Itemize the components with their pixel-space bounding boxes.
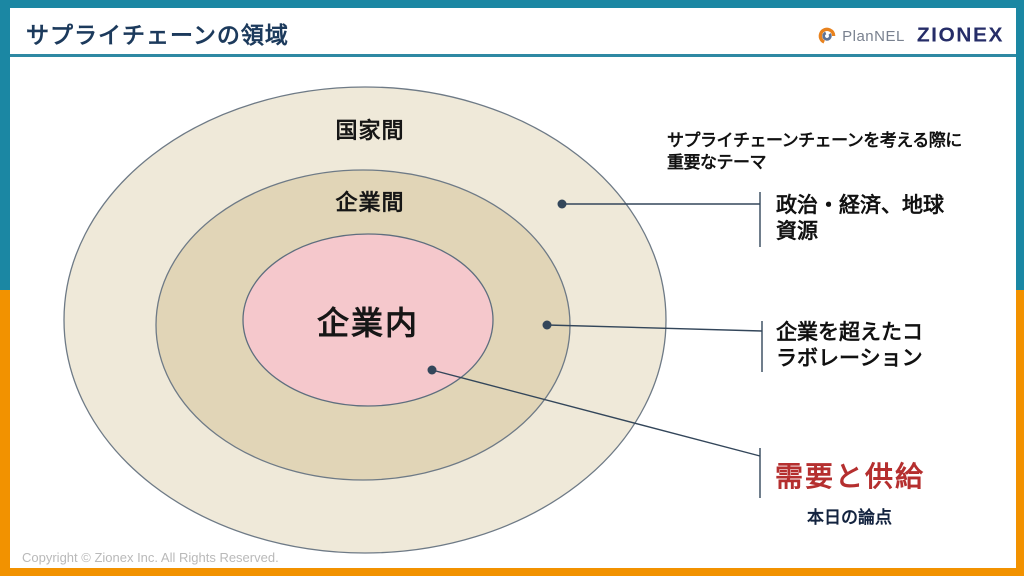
plannel-swirl-icon xyxy=(818,27,836,45)
callout-collaboration: 企業を超えたコ ラボレーション xyxy=(776,321,923,370)
plannel-logo: PlanNEL xyxy=(817,26,905,46)
logo-area: PlanNEL ZIONEX xyxy=(817,24,1004,48)
frame-left-edge-orange xyxy=(0,290,10,576)
frame-bottom-bar xyxy=(0,568,1024,576)
page-title: サプライチェーンの領域 xyxy=(26,22,289,48)
callout-dot-3 xyxy=(427,365,437,375)
plannel-wordmark: PlanNEL xyxy=(842,27,905,45)
callout-dot-2 xyxy=(542,320,552,330)
frame-left-edge-teal xyxy=(0,0,10,290)
connector-line-2 xyxy=(546,324,763,332)
frame-right-edge-teal xyxy=(1016,0,1024,290)
callout-dot-1 xyxy=(557,199,567,209)
connector-line-3 xyxy=(431,369,761,457)
callout-demand-supply: 需要と供給 xyxy=(775,461,926,492)
ring-label-companies: 企業間 xyxy=(335,190,405,215)
title-underline xyxy=(10,54,1016,57)
callout-dots xyxy=(427,199,567,375)
inner-ring-internal xyxy=(242,233,494,407)
callout-heading: サプライチェーンチェーンを考える際に 重要なテーマ xyxy=(667,131,962,172)
frame-top-bar xyxy=(0,0,1024,8)
zionex-wordmark: ZIONEX xyxy=(916,24,1004,47)
copyright-text: Copyright © Zionex Inc. All Rights Reser… xyxy=(22,550,279,565)
callout-connectors xyxy=(431,192,763,498)
ring-label-nations: 国家間 xyxy=(335,118,405,143)
callout-todays-topic: 本日の論点 xyxy=(807,508,892,527)
callout-politics-economy: 政治・経済、地球 資源 xyxy=(776,194,944,243)
frame-right-edge-orange xyxy=(1016,290,1024,576)
ring-label-internal: 企業内 xyxy=(316,305,420,341)
